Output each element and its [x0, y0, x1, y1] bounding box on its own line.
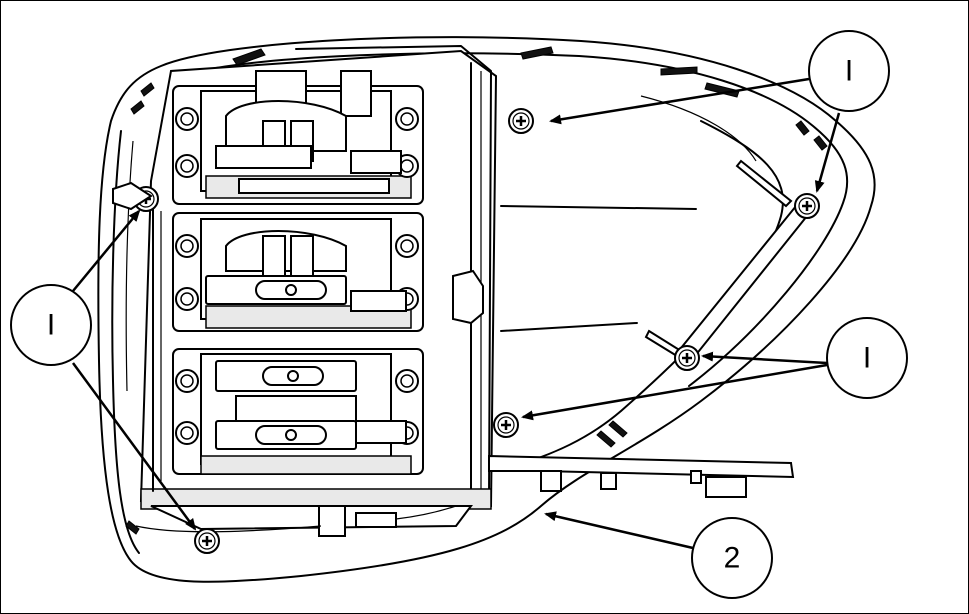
switch-module-bottom — [172, 348, 424, 475]
phillips-screw-icon — [793, 192, 821, 220]
callout-label: I — [845, 55, 853, 88]
phillips-screw-icon — [507, 107, 535, 135]
phillips-screw-icon — [492, 411, 520, 439]
callout-screw-left: I — [10, 284, 92, 366]
phillips-screw-icon — [193, 527, 221, 555]
callout-label: 2 — [724, 542, 741, 575]
callout-screw-top-right: I — [808, 30, 890, 112]
phillips-screw-icon — [673, 344, 701, 372]
callout-label: I — [863, 342, 871, 375]
callout-label: I — [47, 309, 55, 342]
screws — [112, 107, 821, 555]
leader-lines — [71, 77, 841, 550]
switch-module-top — [172, 70, 424, 205]
diagonal-strap — [500, 159, 813, 363]
wire-harness — [135, 505, 473, 537]
mounting-bracket — [488, 454, 795, 498]
switch-module-middle — [172, 212, 424, 332]
callout-screw-right: I — [826, 317, 908, 399]
callout-housing: 2 — [691, 517, 773, 599]
